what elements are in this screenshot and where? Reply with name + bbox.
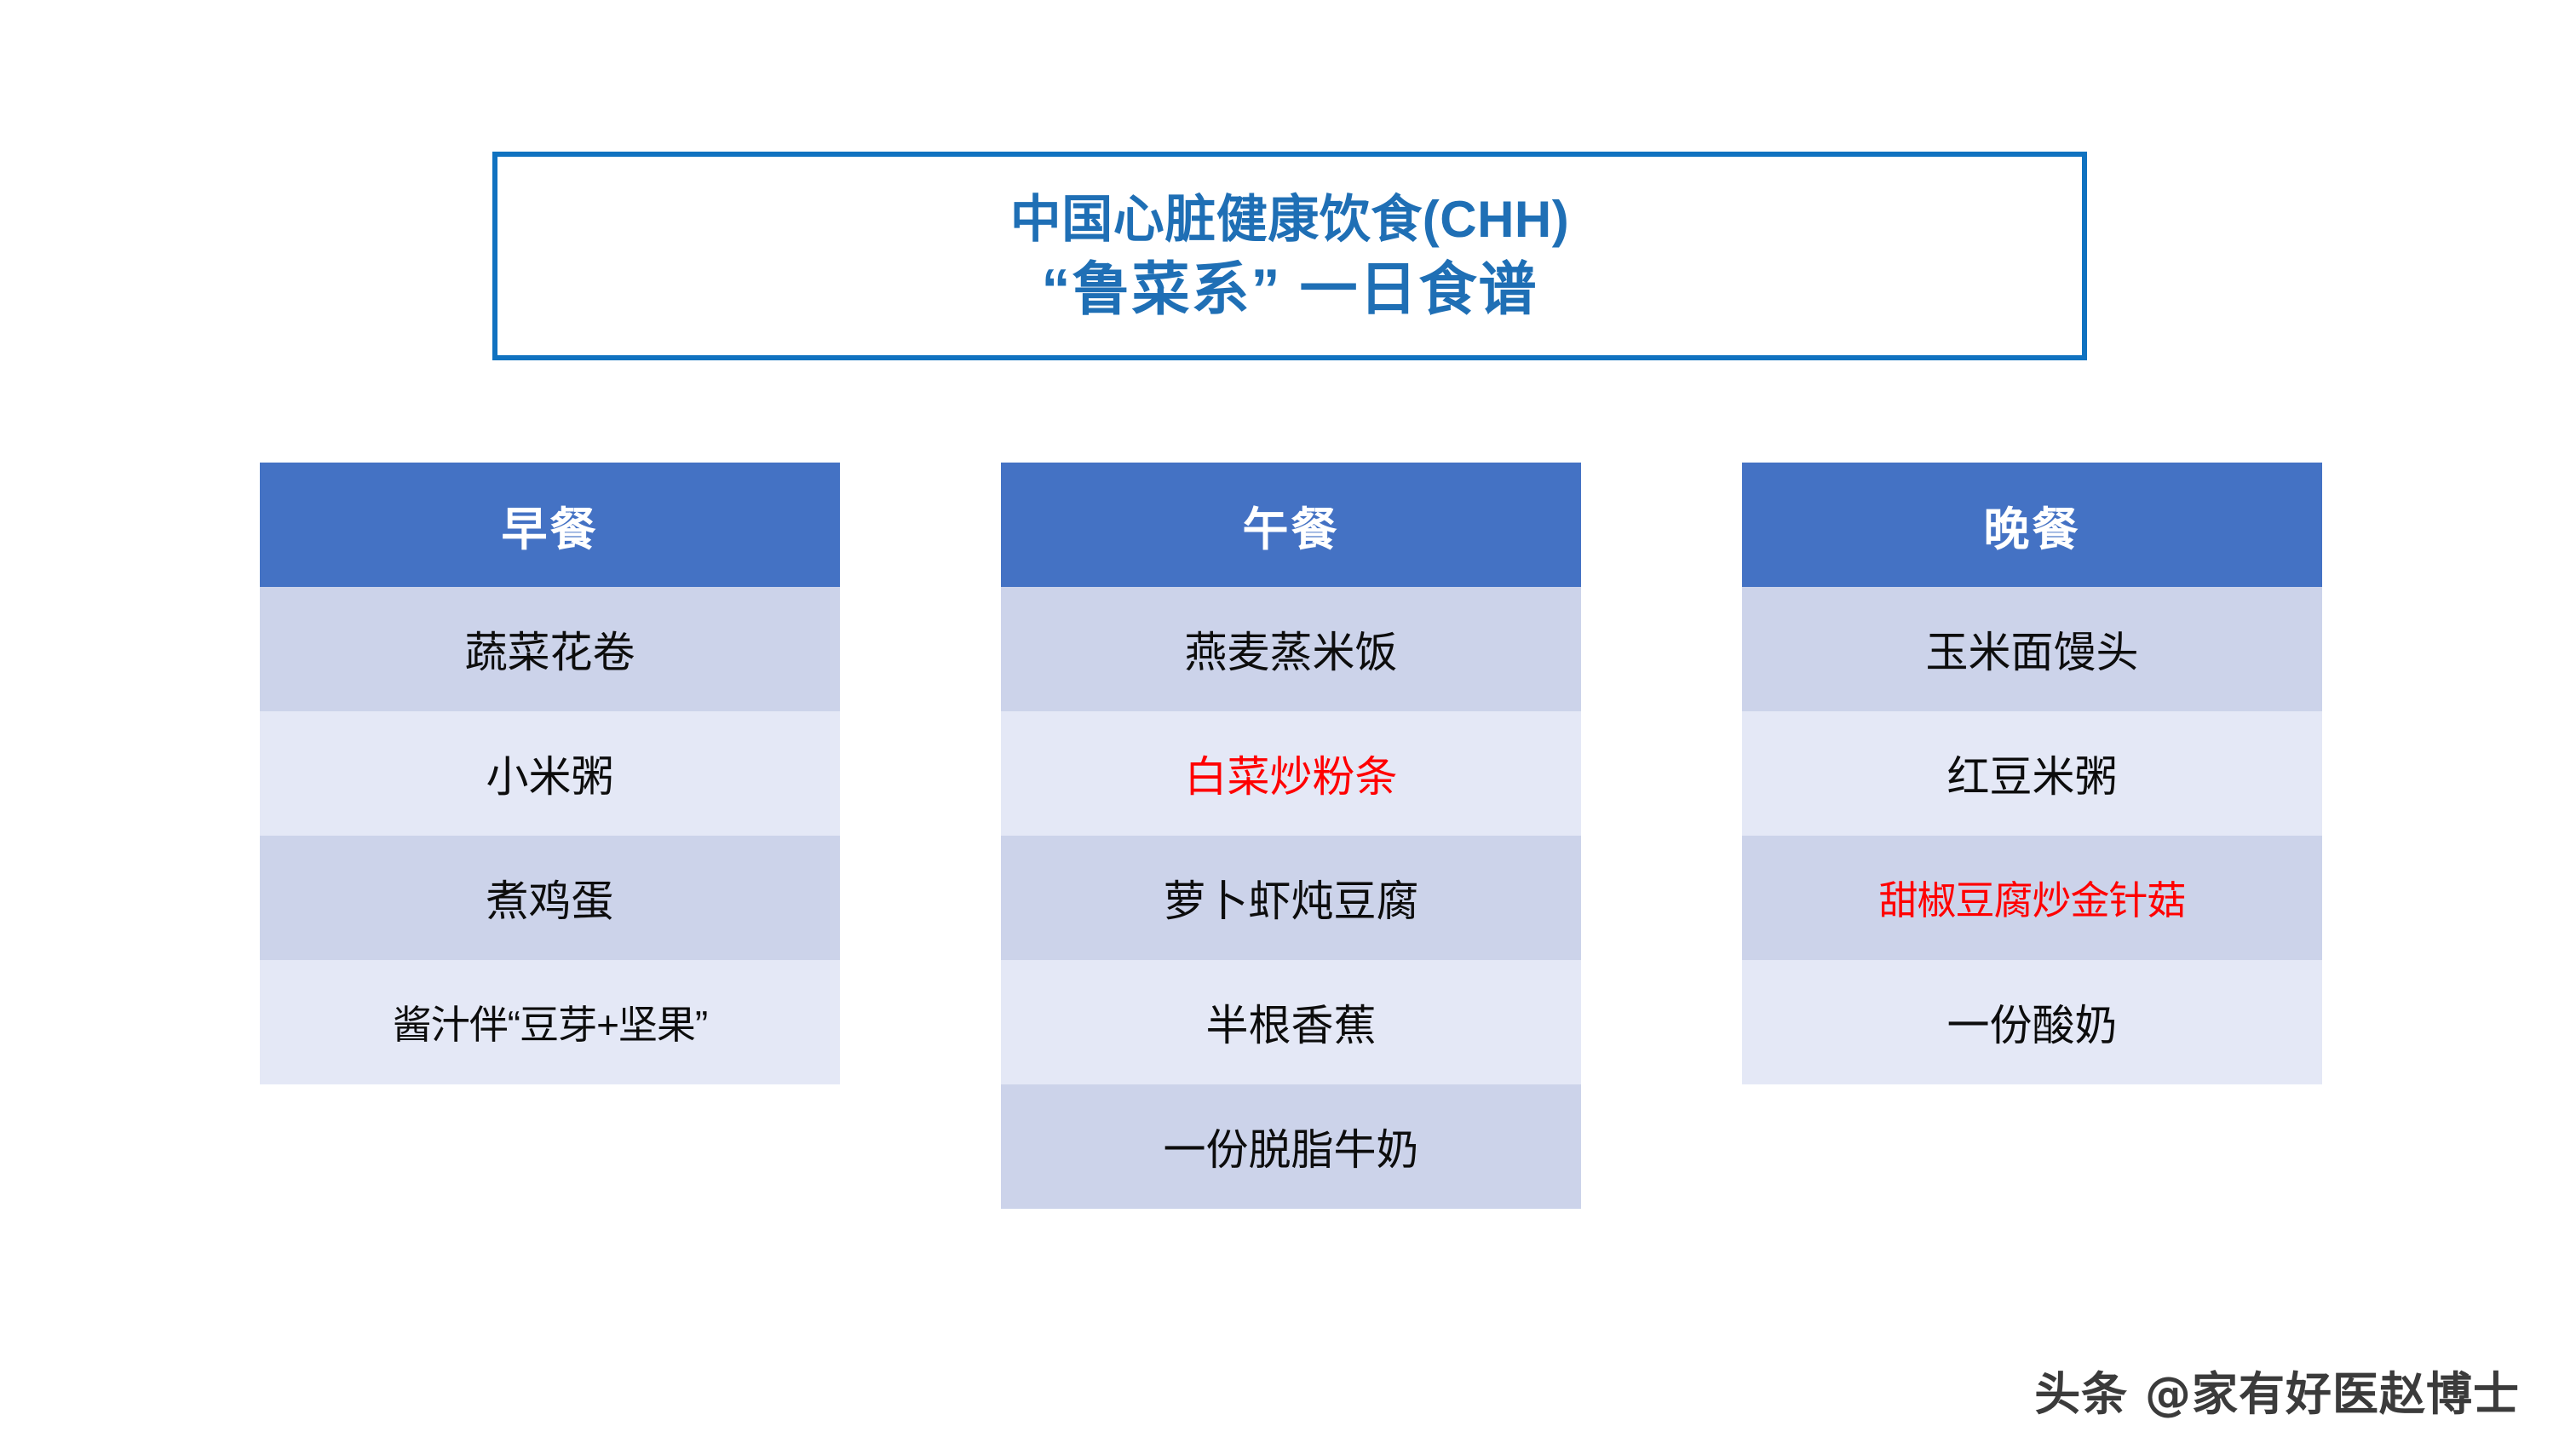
meal-item: 一份脱脂牛奶 — [1001, 1084, 1581, 1209]
title-line-primary: 中国心脏健康饮食(CHH) — [1009, 190, 1570, 248]
meal-header-dinner: 晚餐 — [1742, 463, 2322, 587]
meal-item: 半根香蕉 — [1001, 960, 1581, 1084]
meal-table-dinner: 晚餐 玉米面馒头 红豆米粥 甜椒豆腐炒金针菇 一份酸奶 — [1742, 463, 2322, 1084]
meal-item: 蔬菜花卷 — [260, 587, 840, 711]
meal-item: 小米粥 — [260, 711, 840, 836]
title-line-secondary: “鲁菜系” 一日食谱 — [1041, 256, 1538, 322]
watermark: 头条 @家有好医赵博士 — [2034, 1367, 2520, 1421]
meal-item: 萝卜虾炖豆腐 — [1001, 836, 1581, 960]
title-box: 中国心脏健康饮食(CHH) “鲁菜系” 一日食谱 — [492, 152, 2087, 360]
meal-item-highlighted: 白菜炒粉条 — [1001, 711, 1581, 836]
meal-item: 酱汁伴“豆芽+坚果” — [260, 960, 840, 1084]
meal-tables-area: 早餐 蔬菜花卷 小米粥 煮鸡蛋 酱汁伴“豆芽+坚果” 午餐 燕麦蒸米饭 白菜炒粉… — [0, 463, 2576, 1229]
meal-header-lunch: 午餐 — [1001, 463, 1581, 587]
meal-item-highlighted: 甜椒豆腐炒金针菇 — [1742, 836, 2322, 960]
meal-item: 煮鸡蛋 — [260, 836, 840, 960]
meal-header-breakfast: 早餐 — [260, 463, 840, 587]
meal-table-breakfast: 早餐 蔬菜花卷 小米粥 煮鸡蛋 酱汁伴“豆芽+坚果” — [260, 463, 840, 1084]
meal-item: 玉米面馒头 — [1742, 587, 2322, 711]
meal-item: 红豆米粥 — [1742, 711, 2322, 836]
meal-table-lunch: 午餐 燕麦蒸米饭 白菜炒粉条 萝卜虾炖豆腐 半根香蕉 一份脱脂牛奶 — [1001, 463, 1581, 1209]
meal-item: 燕麦蒸米饭 — [1001, 587, 1581, 711]
meal-item: 一份酸奶 — [1742, 960, 2322, 1084]
